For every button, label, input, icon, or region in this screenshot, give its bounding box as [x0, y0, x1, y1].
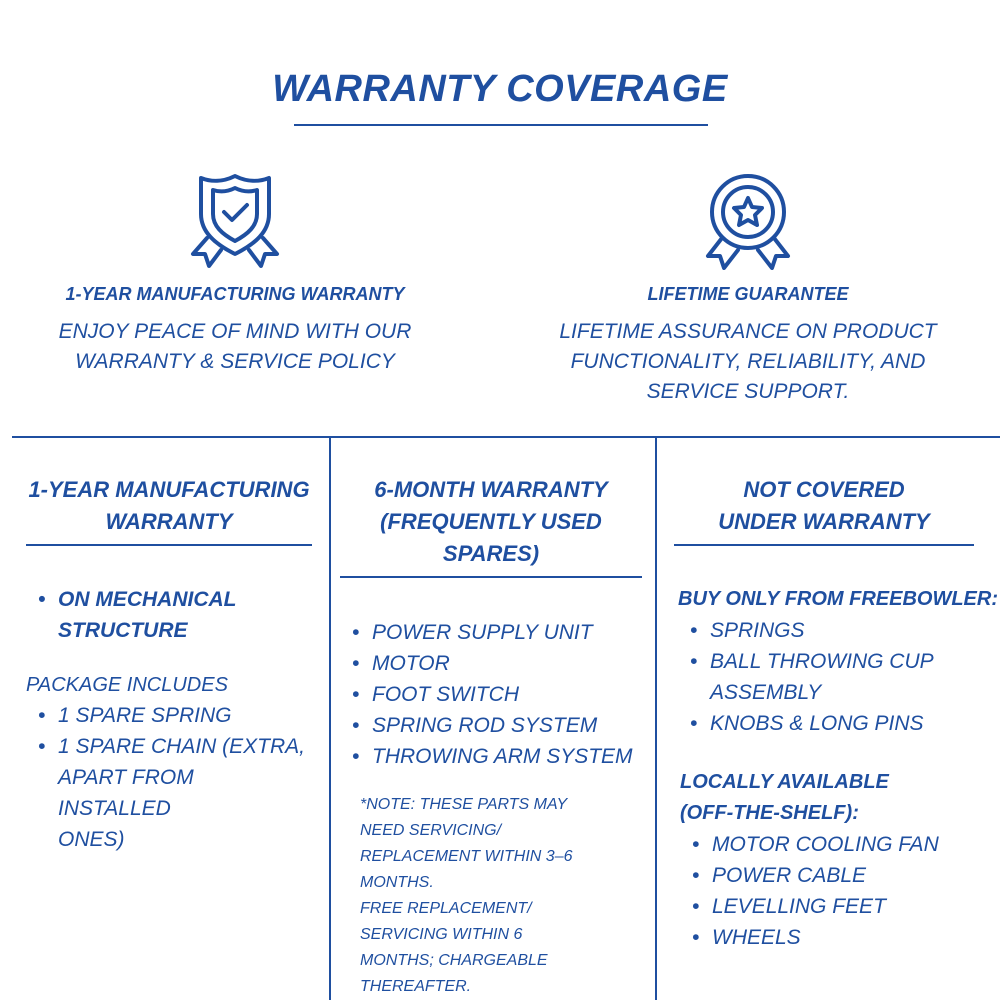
list-item: BALL THROWING CUP ASSEMBLY: [688, 646, 974, 708]
list-item: MOTOR COOLING FAN: [690, 829, 974, 860]
feature-description: LIFETIME ASSURANCE ON PRODUCT FUNCTIONAL…: [559, 320, 937, 403]
list-item: KNOBS & LONG PINS: [688, 708, 974, 739]
package-label: PACKAGE INCLUDES: [26, 674, 228, 696]
list-item: 1 SPARE CHAIN (EXTRA, APART FROM INSTALL…: [36, 731, 312, 855]
buy-label: BUY ONLY FROM FREEBOWLER:: [678, 588, 998, 610]
list-item: WHEELS: [690, 922, 974, 953]
list-item: THROWING ARM SYSTEM: [350, 741, 642, 772]
list-item: 1 SPARE SPRING: [36, 700, 312, 731]
list-item: POWER CABLE: [690, 860, 974, 891]
heading-underline: [674, 544, 974, 546]
service-note: *NOTE: THESE PARTS MAY NEED SERVICING/ R…: [360, 796, 573, 995]
local-label: LOCALLY AVAILABLE (OFF-THE-SHELF):: [680, 771, 889, 824]
page-title: WARRANTY COVERAGE: [272, 68, 728, 110]
star-medal-icon: [706, 174, 790, 270]
column-manufacturing-warranty: 1-YEAR MANUFACTURING WARRANTY ON MECHANI…: [26, 474, 312, 855]
section-divider: [12, 436, 1000, 438]
list-item: FOOT SWITCH: [350, 679, 642, 710]
feature-title: 1-YEAR MANUFACTURING WARRANTY: [65, 284, 405, 304]
heading-underline: [26, 544, 312, 546]
title-underline: [294, 124, 708, 126]
spares-list: POWER SUPPLY UNIT MOTOR FOOT SWITCH SPRI…: [340, 617, 642, 772]
list-item: ON MECHANICAL STRUCTURE: [36, 584, 312, 646]
list-item: SPRING ROD SYSTEM: [350, 710, 642, 741]
column-not-covered: NOT COVERED UNDER WARRANTY BUY ONLY FROM…: [674, 474, 998, 953]
list-item: MOTOR: [350, 648, 642, 679]
shield-check-icon: [191, 174, 279, 268]
package-list: 1 SPARE SPRING 1 SPARE CHAIN (EXTRA, APA…: [26, 700, 312, 855]
local-list: MOTOR COOLING FAN POWER CABLE LEVELLING …: [674, 829, 974, 953]
coverage-list: ON MECHANICAL STRUCTURE: [26, 584, 312, 646]
feature-description: ENJOY PEACE OF MIND WITH OUR WARRANTY & …: [58, 320, 412, 373]
buy-list: SPRINGS BALL THROWING CUP ASSEMBLY KNOBS…: [674, 615, 974, 739]
column-six-month-warranty: 6-MONTH WARRANTY (FREQUENTLY USED SPARES…: [340, 474, 642, 1000]
feature-lifetime-guarantee: LIFETIME GUARANTEE LIFETIME ASSURANCE ON…: [518, 170, 978, 407]
list-item: POWER SUPPLY UNIT: [350, 617, 642, 648]
feature-manufacturing-warranty: 1-YEAR MANUFACTURING WARRANTY ENJOY PEAC…: [5, 170, 465, 377]
column-heading: NOT COVERED UNDER WARRANTY: [718, 477, 930, 534]
feature-title: LIFETIME GUARANTEE: [647, 284, 849, 304]
list-item: SPRINGS: [688, 615, 974, 646]
column-heading: 6-MONTH WARRANTY (FREQUENTLY USED SPARES…: [374, 477, 608, 566]
heading-underline: [340, 576, 642, 578]
column-divider: [655, 437, 657, 1000]
column-divider: [329, 437, 331, 1000]
list-item: LEVELLING FEET: [690, 891, 974, 922]
column-heading: 1-YEAR MANUFACTURING WARRANTY: [28, 477, 310, 534]
